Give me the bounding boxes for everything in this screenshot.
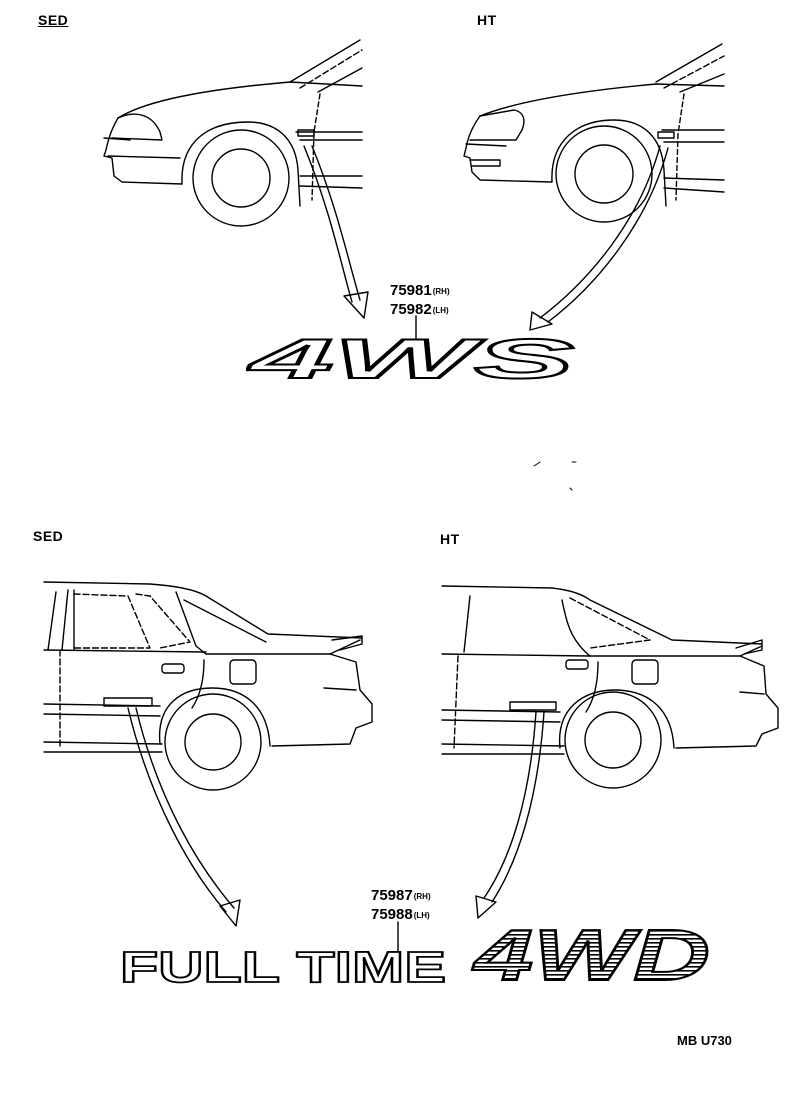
bottom-right-label-ht: HT — [440, 531, 460, 547]
emblem-full-time-text: FULL TIME — [120, 944, 446, 986]
sedan-rear-drawing — [43, 581, 373, 791]
part-number-row: 75988(LH) — [371, 906, 430, 923]
sedan-front-drawing — [103, 39, 363, 227]
part-number-row: 75981(RH) — [390, 282, 450, 299]
diagram-code: MB U730 — [677, 1033, 732, 1048]
bottom-arrow-ht — [475, 711, 545, 919]
bottom-left-label-sed: SED — [33, 528, 64, 544]
bottom-part-numbers: 75987(RH) 75988(LH) — [371, 887, 431, 925]
top-left-label-sed: SED — [38, 12, 69, 28]
hardtop-rear-drawing — [441, 585, 779, 789]
bottom-arrow-sed — [127, 707, 241, 927]
top-arrow-sed — [303, 145, 369, 319]
top-right-label-ht: HT — [477, 12, 497, 28]
top-arrow-ht — [529, 145, 669, 331]
emblem-4wd: 4WD — [470, 918, 711, 990]
part-number-row: 75982(LH) — [390, 301, 449, 318]
emblem-4wd-text: 4WD — [471, 918, 710, 990]
emblem-4ws-text: 4WS — [247, 334, 574, 384]
emblem-full-time: FULL TIME — [119, 944, 447, 986]
emblem-4ws: 4WS — [246, 334, 575, 384]
part-number-row: 75987(RH) — [371, 887, 431, 904]
hardtop-front-drawing — [463, 43, 725, 223]
top-part-numbers: 75981(RH) 75982(LH) — [390, 282, 450, 320]
